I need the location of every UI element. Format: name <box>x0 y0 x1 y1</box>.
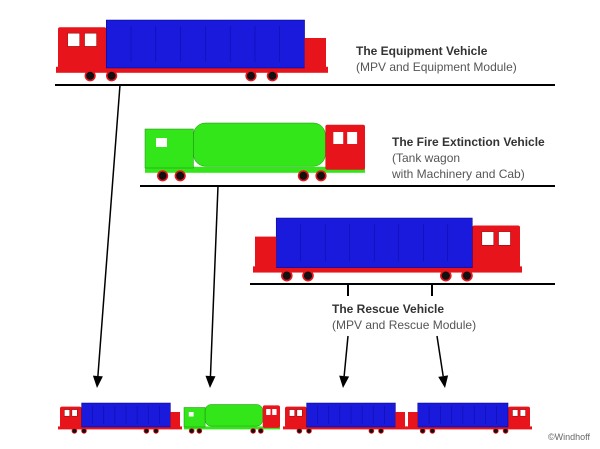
rescue-vehicle-title: The Rescue Vehicle <box>332 302 445 316</box>
fire-vehicle-drawing <box>144 122 365 182</box>
wheel <box>266 70 279 82</box>
chassis <box>145 166 365 173</box>
equipment-vehicle-title: The Equipment Vehicle <box>356 44 488 58</box>
cab-window <box>64 409 70 417</box>
fire-vehicle-desc-2: with Machinery and Cab) <box>392 167 525 181</box>
wheel <box>257 428 264 434</box>
cab-window <box>272 409 277 415</box>
cab-window <box>347 132 358 144</box>
arrow-fire <box>205 185 219 388</box>
tank <box>193 122 326 167</box>
machinery-housing <box>183 407 206 428</box>
cab <box>262 405 280 428</box>
wheel <box>493 428 499 434</box>
arrow-shaft <box>343 335 349 377</box>
train-rescue-vehicle-2 <box>406 402 532 434</box>
arrow-head <box>205 375 216 388</box>
wheel <box>306 428 312 434</box>
arrow-head <box>438 375 449 388</box>
cab-window <box>519 409 526 417</box>
cab <box>508 406 530 428</box>
chassis <box>253 266 522 273</box>
fire-vehicle-label: The Fire Extinction Vehicle (Tank wagon … <box>392 134 545 182</box>
wheel <box>419 428 426 434</box>
equipment-vehicle-drawing <box>56 19 328 82</box>
cab <box>60 406 82 428</box>
train-fire-vehicle <box>183 404 280 434</box>
equipment-vehicle-desc: (MPV and Equipment Module) <box>356 60 517 74</box>
train-equipment-vehicle <box>58 402 182 434</box>
wheel <box>461 269 473 282</box>
wheel <box>245 70 257 82</box>
fire-vehicle-desc-1: (Tank wagon <box>392 151 461 165</box>
cab-window <box>512 409 519 417</box>
cab-window <box>333 132 344 144</box>
train-rescue-vehicle-1 <box>283 402 407 434</box>
housing-window <box>188 412 194 417</box>
cab-window <box>498 231 511 246</box>
rescue-vehicle-desc: (MPV and Rescue Module) <box>332 318 477 332</box>
arrow-shaft <box>209 185 219 377</box>
cab <box>58 27 107 70</box>
wheel <box>297 170 310 182</box>
wheel <box>315 170 327 182</box>
arrow-equipment <box>92 84 121 388</box>
wheel <box>296 428 303 434</box>
cab-window <box>71 409 78 417</box>
end-platform <box>170 412 180 428</box>
wheel <box>302 269 314 282</box>
wheel <box>174 170 186 182</box>
cab-window <box>266 409 271 415</box>
rescue-vehicle-drawing <box>253 217 522 282</box>
wheel <box>105 70 118 82</box>
arrow-head <box>92 375 103 388</box>
arrow-rescue-right <box>436 335 449 388</box>
wheel <box>71 428 78 434</box>
wheel <box>368 428 375 434</box>
cab <box>472 225 520 269</box>
cab-window <box>289 409 295 417</box>
wheel <box>440 269 452 282</box>
cab <box>325 124 365 170</box>
wheel <box>429 428 436 434</box>
cab <box>285 406 307 428</box>
copyright-notice: ©Windhoff <box>548 432 590 442</box>
wheel <box>157 170 169 182</box>
rescue-vehicle-label: The Rescue Vehicle (MPV and Rescue Modul… <box>332 301 476 333</box>
chassis <box>184 426 280 430</box>
fire-vehicle-title: The Fire Extinction Vehicle <box>392 135 545 149</box>
arrow-shaft <box>436 335 444 377</box>
cab-window <box>481 231 495 246</box>
wheel <box>153 428 159 434</box>
housing-window <box>156 138 167 147</box>
chassis <box>406 426 532 430</box>
wheel <box>281 269 293 282</box>
wheel <box>250 428 256 434</box>
arrow-shaft <box>97 84 121 377</box>
chassis <box>56 66 328 73</box>
wheel <box>502 428 509 434</box>
wheel <box>188 428 195 434</box>
arrow-rescue-left <box>339 335 350 388</box>
tank <box>204 404 263 427</box>
equipment-vehicle-label: The Equipment Vehicle (MPV and Equipment… <box>356 43 517 75</box>
wheel <box>378 428 384 434</box>
wheel <box>84 70 96 82</box>
wheel <box>143 428 150 434</box>
wheel <box>81 428 87 434</box>
chassis <box>283 426 407 430</box>
arrow-head <box>339 375 350 388</box>
wheel <box>196 428 203 434</box>
machinery-housing <box>144 128 194 169</box>
cab-window <box>67 32 80 47</box>
end-platform <box>304 38 326 70</box>
end-platform <box>395 412 405 428</box>
cab-window <box>84 32 97 47</box>
chassis <box>58 426 182 430</box>
end-platform <box>255 236 277 269</box>
cab-window <box>296 409 303 417</box>
end-platform <box>408 412 418 428</box>
